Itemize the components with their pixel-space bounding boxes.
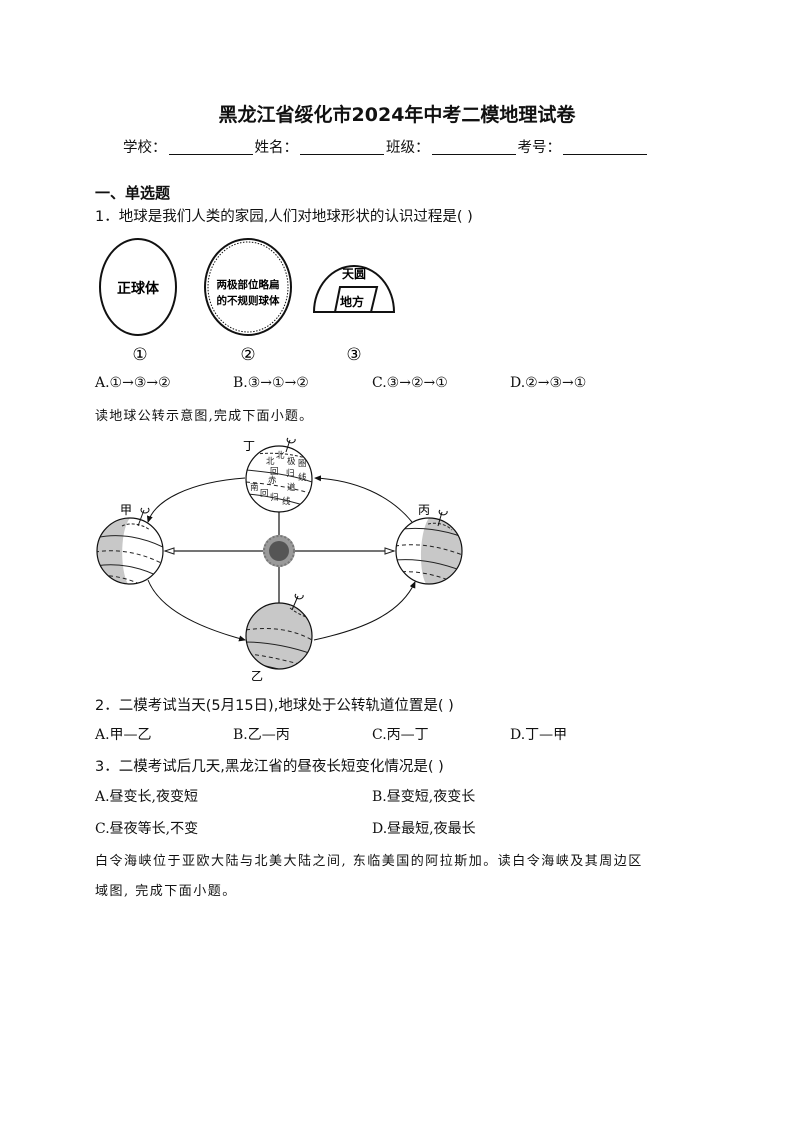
globe-char: 北 xyxy=(266,457,275,467)
shape3-bottom: 地方 xyxy=(340,294,364,309)
globe-bing-icon xyxy=(395,509,463,585)
label-2: ② xyxy=(240,345,255,365)
name-label: 姓名： xyxy=(254,140,299,156)
school-blank[interactable] xyxy=(168,140,253,155)
oblate-sphere-shape-icon: 两极部位略扁 的不规则球体 xyxy=(204,238,292,336)
class-blank[interactable] xyxy=(431,140,516,155)
globe-char: 归 xyxy=(286,468,295,479)
reading-prompt-2-line1: 白令海峡位于亚欧大陆与北美大陆之间, 东临美国的阿拉斯加。读白令海峡及其周边区 xyxy=(95,854,643,869)
globe-char: 归 xyxy=(270,492,279,503)
globe-jia-icon xyxy=(96,507,164,585)
globe-char: 回 xyxy=(260,489,269,499)
sun-icon xyxy=(263,535,295,567)
globe-char: 赤 xyxy=(268,476,277,486)
q1-option-c[interactable]: C.③→②→① xyxy=(372,375,448,391)
label-yi: 乙 xyxy=(251,669,263,683)
globe-char: 极 xyxy=(287,456,296,467)
globe-char: 线 xyxy=(298,472,307,483)
q1-option-b[interactable]: B.③→①→② xyxy=(233,375,309,391)
globe-char: 道 xyxy=(287,482,296,493)
shape1-text: 正球体 xyxy=(117,280,160,297)
question-1-stem: 1．地球是我们人类的家园,人们对地球形状的认识过程是( ) xyxy=(95,209,473,225)
shape2-line2: 的不规则球体 xyxy=(217,294,280,307)
exam-number-blank[interactable] xyxy=(563,140,647,155)
q2-option-c[interactable]: C.丙—丁 xyxy=(372,727,429,743)
page-title: 黑龙江省绥化市2024年中考二模地理试卷 xyxy=(218,104,576,126)
label-bing: 丙 xyxy=(418,503,430,517)
round-sky-square-earth-icon: 天圆 地方 xyxy=(312,265,396,313)
q3-option-c[interactable]: C.昼夜等长,不变 xyxy=(95,821,199,837)
class-label: 班级： xyxy=(386,140,430,156)
globe-char: 线 xyxy=(282,496,291,507)
q1-option-d[interactable]: D.②→③→① xyxy=(510,375,587,391)
globe-char: 南 xyxy=(250,482,259,493)
q3-option-a[interactable]: A.昼变长,夜变短 xyxy=(95,789,199,805)
label-ding: 丁 xyxy=(243,439,255,453)
q3-option-d[interactable]: D.昼最短,夜最长 xyxy=(372,821,476,837)
shape3-top: 天圆 xyxy=(342,267,366,281)
question-3-stem: 3．二模考试后几天,黑龙江省的昼夜长短变化情况是( ) xyxy=(95,759,444,775)
globe-yi-icon xyxy=(245,593,313,670)
sphere-shape-icon: 正球体 xyxy=(99,238,177,336)
q3-option-b[interactable]: B.昼变短,夜变长 xyxy=(372,789,476,805)
student-info-line: 学校： 姓名： 班级： 考号： xyxy=(123,136,649,157)
q2-option-b[interactable]: B.乙—丙 xyxy=(233,727,290,743)
q2-option-d[interactable]: D.丁—甲 xyxy=(510,727,568,743)
earth-revolution-diagram: 甲 丙 北 北 极 圈 回 xyxy=(96,437,463,683)
label-3: ③ xyxy=(346,345,361,365)
globe-char: 北 xyxy=(276,451,285,461)
name-blank[interactable] xyxy=(300,140,384,155)
earth-shape-figure: 正球体 两极部位略扁 的不规则球体 天圆 地方 ① ② ③ xyxy=(99,238,396,365)
q2-option-a[interactable]: A.甲—乙 xyxy=(95,727,152,743)
question-2-stem: 2．二模考试当天(5月15日),地球处于公转轨道位置是( ) xyxy=(95,698,454,714)
reading-prompt-2-line2: 域图, 完成下面小题。 xyxy=(95,884,237,899)
globe-char: 回 xyxy=(270,467,279,477)
label-jia: 甲 xyxy=(120,503,132,517)
label-1: ① xyxy=(132,345,147,365)
globe-char: 圈 xyxy=(298,459,307,469)
shape2-line1: 两极部位略扁 xyxy=(217,278,280,291)
exam-number-label: 考号： xyxy=(517,140,562,156)
school-label: 学校： xyxy=(123,140,167,156)
reading-prompt-1: 读地球公转示意图,完成下面小题。 xyxy=(95,409,314,424)
orbit-path xyxy=(146,475,416,642)
section-title: 一、单选题 xyxy=(95,184,171,202)
globe-ding-icon: 北 北 极 圈 回 归 线 赤 道 南 回 归 线 xyxy=(245,437,313,513)
q1-option-a[interactable]: A.①→③→② xyxy=(95,375,171,391)
